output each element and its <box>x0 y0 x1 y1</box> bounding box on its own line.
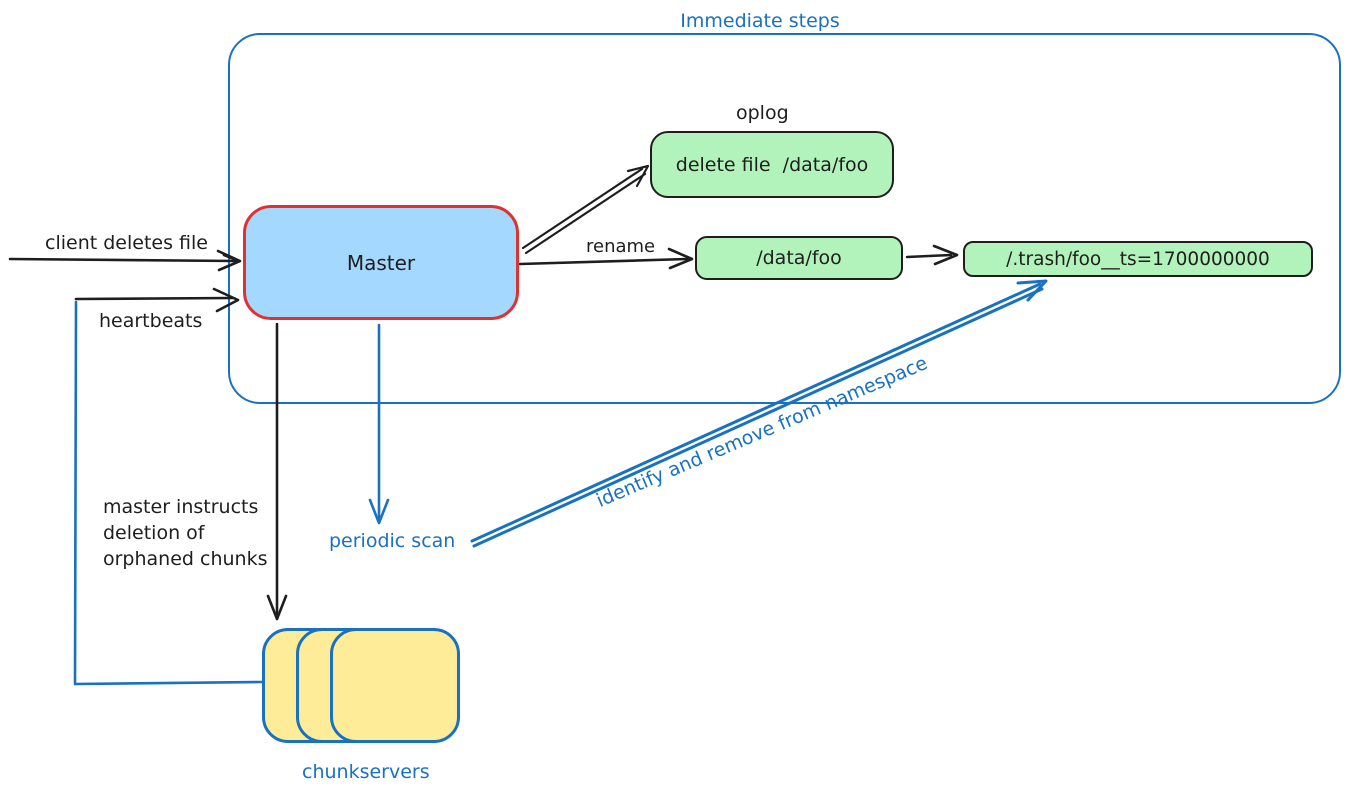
edge-label-rename: rename <box>586 236 656 257</box>
arrow-master-to-chunkservers <box>266 322 288 621</box>
master-node: Master <box>243 205 519 320</box>
chunkservers-label: chunkservers <box>302 761 430 783</box>
arrow-periodic-scan <box>368 323 390 525</box>
edge-label-client-deletes-file: client deletes file <box>45 232 208 254</box>
oplog-caption: oplog <box>736 102 789 124</box>
connector-heartbeats-elbow <box>73 300 264 686</box>
master-node-label: Master <box>346 250 416 275</box>
immediate-steps-frame <box>228 33 1341 404</box>
oplog-entry-node: delete file /data/foo <box>650 131 894 198</box>
edge-label-heartbeats: heartbeats <box>99 310 203 332</box>
renamed-path-node: /data/foo <box>695 236 903 280</box>
arrow-master-to-oplog <box>521 164 650 255</box>
chunkserver-box-front <box>330 628 460 743</box>
trash-path-label: /.trash/foo__ts=1700000000 <box>1006 248 1270 270</box>
arrow-heartbeats <box>74 287 240 313</box>
arrow-identify-remove <box>470 279 1048 548</box>
arrow-path-to-trash <box>905 244 959 266</box>
arrow-client-deletes-file <box>8 249 242 272</box>
edge-label-master-instructs: master instructs deletion of orphaned ch… <box>103 496 268 570</box>
edge-label-periodic-scan: periodic scan <box>329 530 456 552</box>
arrow-rename <box>518 247 694 270</box>
trash-path-node: /.trash/foo__ts=1700000000 <box>963 241 1313 277</box>
frame-title: Immediate steps <box>680 10 840 32</box>
renamed-path-label: /data/foo <box>756 247 842 269</box>
oplog-entry-label: delete file /data/foo <box>675 153 869 176</box>
